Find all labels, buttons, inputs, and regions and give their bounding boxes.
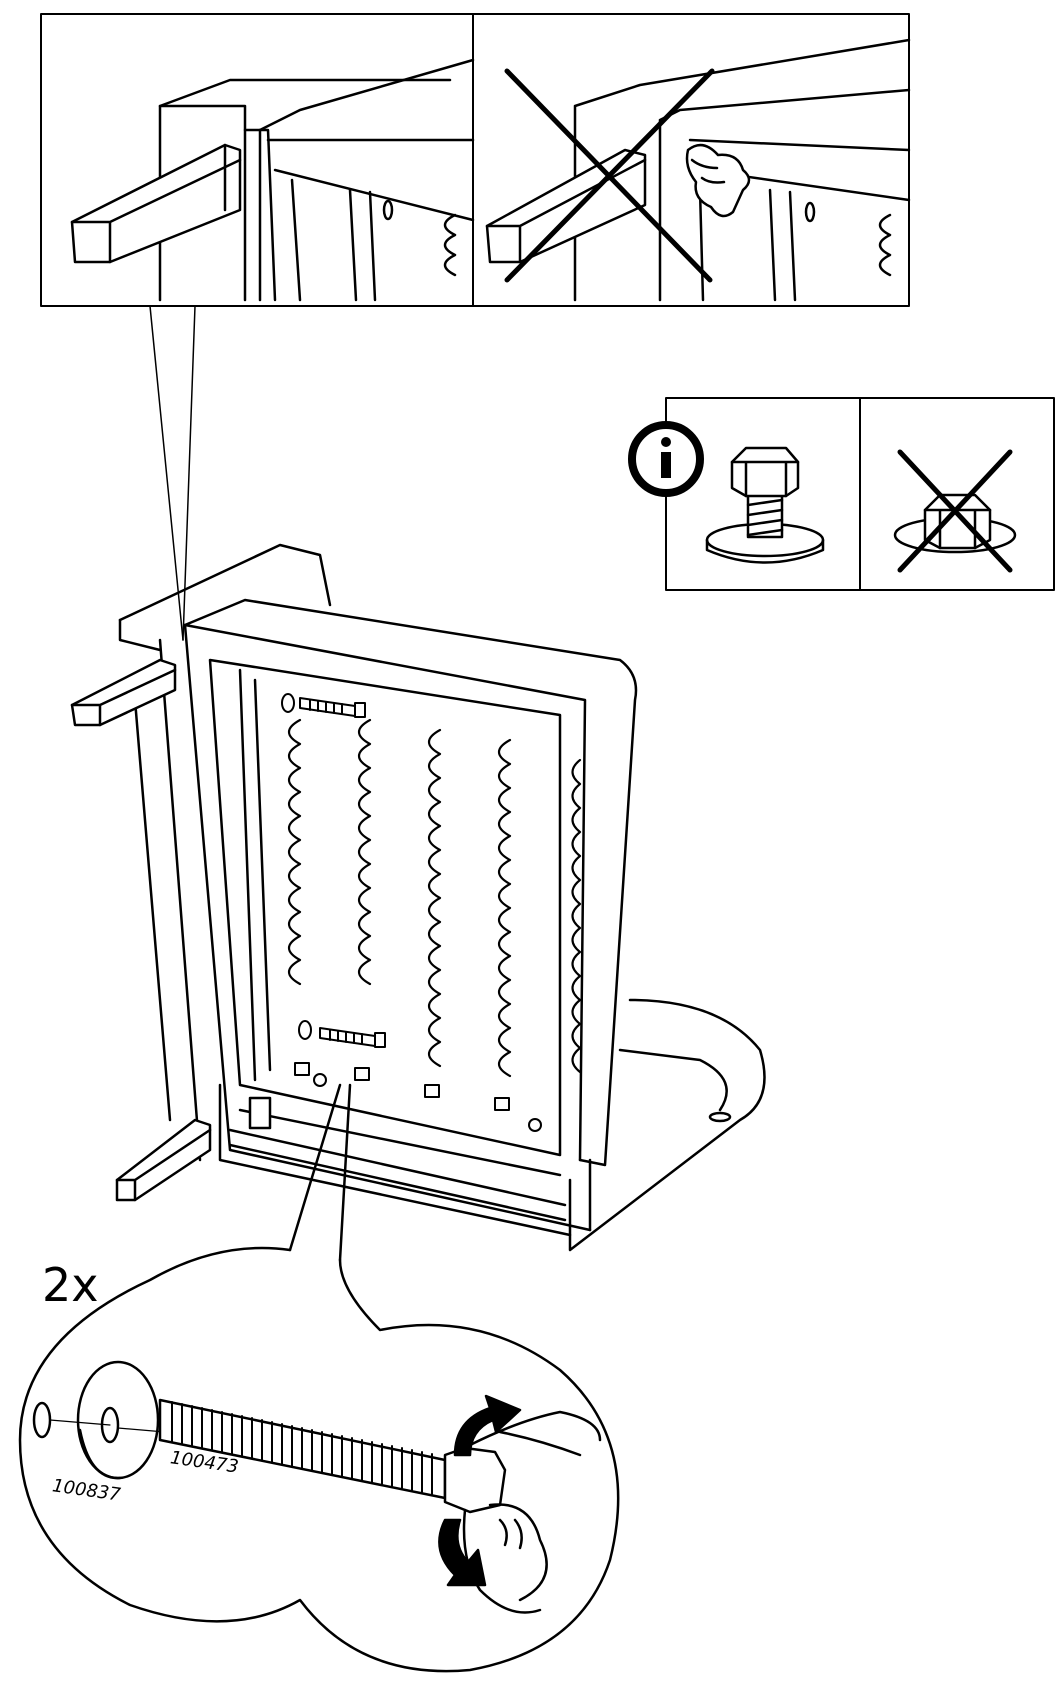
detail-bubble xyxy=(18,1083,620,1673)
rotate-arrow-icon xyxy=(438,1394,522,1587)
frame-bolts xyxy=(281,693,542,1132)
info-panel xyxy=(628,397,1055,591)
springs xyxy=(287,718,582,1078)
bolt-with-washer-icon xyxy=(705,446,825,564)
callout-lines xyxy=(149,305,196,641)
info-icon xyxy=(628,421,704,497)
cross-line xyxy=(504,68,715,283)
chair-frame xyxy=(70,543,766,1252)
detail-panels xyxy=(40,13,911,307)
detail-panel-frame xyxy=(40,13,910,307)
washer-icon xyxy=(76,1360,160,1480)
detail-incorrect xyxy=(485,38,911,302)
bolt-upside-down-crossed-icon xyxy=(893,449,1017,573)
quantity-label: 2x xyxy=(42,1258,99,1312)
cross-line xyxy=(897,449,1013,573)
ring-icon xyxy=(32,1401,52,1439)
bolt-icon xyxy=(158,1398,507,1514)
detail-correct xyxy=(70,58,475,302)
